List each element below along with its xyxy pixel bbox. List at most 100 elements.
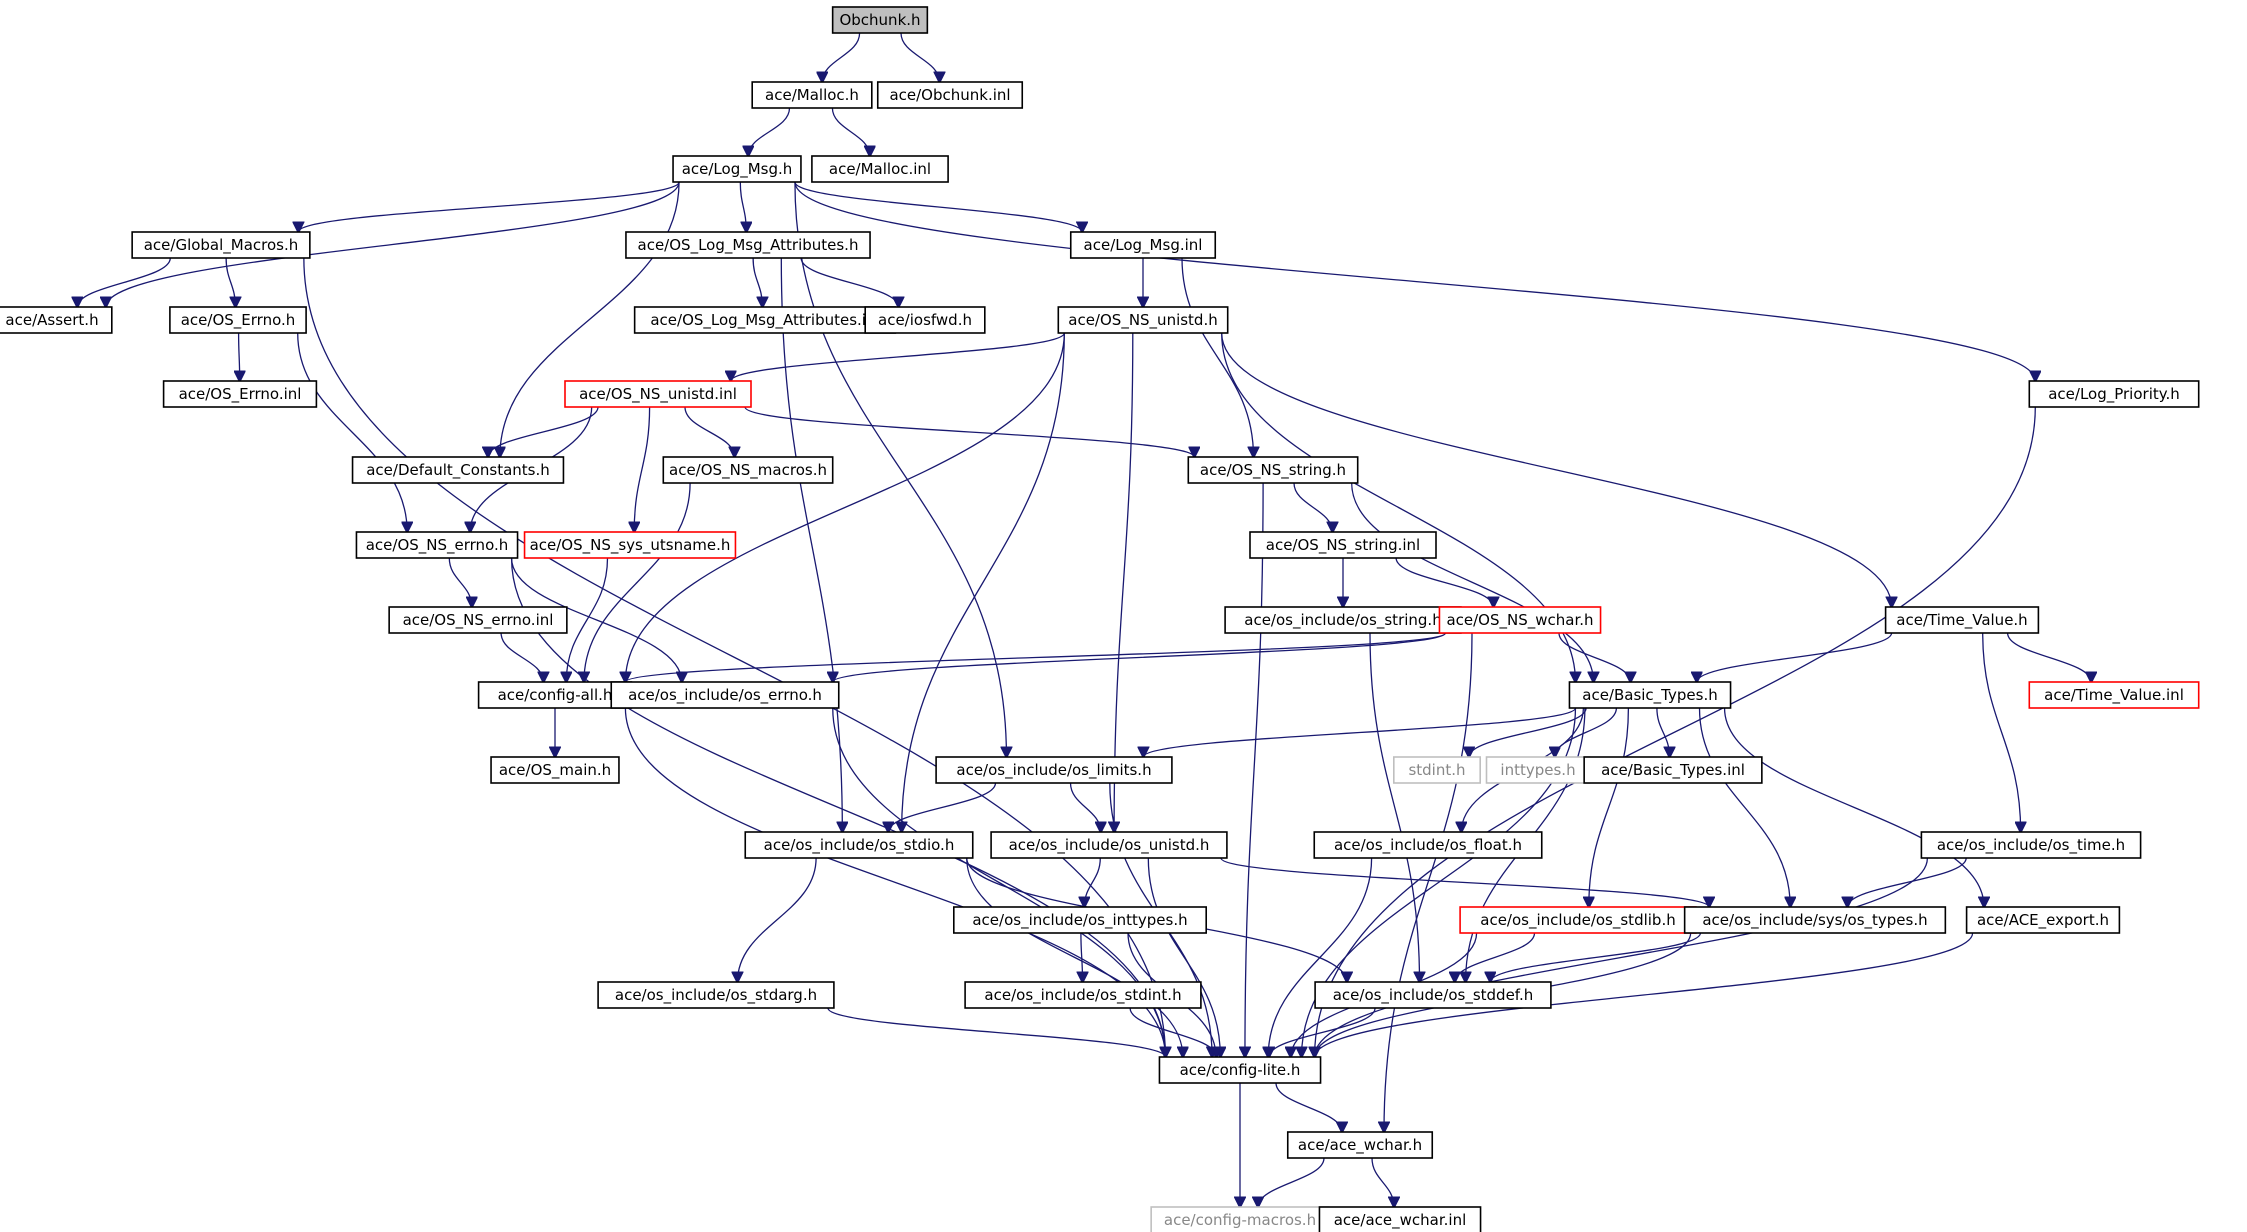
edge-basic-types-h-to-ace-export-h <box>1723 707 1985 907</box>
node-os-ns-string-inl[interactable]: ace/OS_NS_string.inl <box>1249 531 1437 559</box>
node-box <box>1920 831 2142 859</box>
node-os-log-msg-attr-inl[interactable]: ace/OS_Log_Msg_Attributes.inl <box>633 306 897 334</box>
node-box <box>2028 681 2200 709</box>
node-os-log-msg-attr-h[interactable]: ace/OS_Log_Msg_Attributes.h <box>625 231 871 259</box>
node-log-msg-inl[interactable]: ace/Log_Msg.inl <box>1069 231 1217 259</box>
node-label: ace/Assert.h <box>5 311 98 329</box>
node-label: ace/os_include/os_unistd.h <box>1009 836 1210 855</box>
node-label: ace/Time_Value.h <box>1896 611 2027 630</box>
node-basic-types-inl[interactable]: ace/Basic_Types.inl <box>1583 756 1763 784</box>
node-os-include-os-stddef-h[interactable]: ace/os_include/os_stddef.h <box>1314 981 1552 1009</box>
node-ace-wchar-inl[interactable]: ace/ace_wchar.inl <box>1318 1206 1482 1232</box>
node-os-ns-unistd-h[interactable]: ace/OS_NS_unistd.h <box>1057 306 1229 334</box>
node-os-ns-unistd-inl[interactable]: ace/OS_NS_unistd.inl <box>564 380 752 408</box>
node-label: ace/os_include/os_inttypes.h <box>972 911 1187 930</box>
node-box <box>1583 756 1763 784</box>
node-time-value-h[interactable]: ace/Time_Value.h <box>1884 606 2040 634</box>
node-box <box>1057 306 1229 334</box>
edge-obchunk-h-to-malloc-h <box>822 32 861 82</box>
node-box <box>131 231 311 259</box>
node-malloc-inl[interactable]: ace/Malloc.inl <box>811 155 949 183</box>
edge-os-ns-unistd-inl-to-default-constants-h <box>488 406 599 457</box>
node-box <box>1286 1131 1434 1159</box>
node-os-include-os-errno-h[interactable]: ace/os_include/os_errno.h <box>610 681 840 709</box>
node-malloc-h[interactable]: ace/Malloc.h <box>751 81 873 109</box>
node-box <box>864 306 986 334</box>
node-iosfwd-h[interactable]: ace/iosfwd.h <box>864 306 986 334</box>
node-time-value-inl[interactable]: ace/Time_Value.inl <box>2028 681 2200 709</box>
node-label: ace/OS_NS_sys_utsname.h <box>530 536 731 555</box>
node-box <box>564 380 752 408</box>
node-log-msg-h[interactable]: ace/Log_Msg.h <box>672 155 802 183</box>
node-os-ns-string-h[interactable]: ace/OS_NS_string.h <box>1187 456 1359 484</box>
edge-os-include-os-inttypes-h-to-os-include-os-stdint-h <box>1081 932 1083 982</box>
node-os-ns-macros-h[interactable]: ace/OS_NS_macros.h <box>662 456 834 484</box>
edge-os-include-os-stdint-h-to-config-lite-h <box>1129 1007 1216 1057</box>
edge-log-msg-h-to-os-log-msg-attr-h <box>739 181 746 232</box>
node-os-include-os-stdarg-h[interactable]: ace/os_include/os_stdarg.h <box>597 981 835 1009</box>
node-assert-h[interactable]: ace/Assert.h <box>0 306 113 334</box>
node-label: ace/os_include/os_stdlib.h <box>1480 911 1675 930</box>
edge-os-ns-wchar-h-to-config-all-h <box>625 632 1447 682</box>
node-ace-export-h[interactable]: ace/ACE_export.h <box>1965 906 2121 934</box>
edge-ace-wchar-h-to-config-macros-h <box>1258 1157 1325 1207</box>
edge-log-msg-h-to-os-include-os-limits-h <box>794 181 1007 757</box>
edge-basic-types-h-to-basic-types-inl <box>1656 707 1670 757</box>
node-config-macros-h[interactable]: ace/config-macros.h <box>1150 1206 1330 1232</box>
node-os-include-os-stdint-h[interactable]: ace/os_include/os_stdint.h <box>964 981 1202 1009</box>
node-os-include-os-limits-h[interactable]: ace/os_include/os_limits.h <box>935 756 1173 784</box>
edge-os-include-os-unistd-h-to-os-include-os-inttypes-h <box>1084 857 1101 907</box>
node-log-priority-h[interactable]: ace/Log_Priority.h <box>2028 380 2200 408</box>
node-os-errno-inl[interactable]: ace/OS_Errno.inl <box>162 380 318 408</box>
node-os-include-sys-os-types-h[interactable]: ace/os_include/sys/os_types.h <box>1683 906 1947 934</box>
edge-os-include-os-stddef-h-to-config-lite-h <box>1269 1007 1376 1057</box>
edge-os-ns-sys-utsname-h-to-config-all-h <box>566 557 609 682</box>
node-os-include-os-time-h[interactable]: ace/os_include/os_time.h <box>1920 831 2142 859</box>
edge-config-lite-h-to-ace-wchar-h <box>1275 1082 1342 1132</box>
edge-basic-types-h-to-os-include-os-stdlib-h <box>1589 707 1630 907</box>
node-os-include-os-float-h[interactable]: ace/os_include/os_float.h <box>1313 831 1543 859</box>
node-label: ace/os_include/os_string.h <box>1244 611 1441 630</box>
edge-os-ns-unistd-inl-to-os-ns-string-h <box>744 406 1194 457</box>
node-os-include-os-inttypes-h[interactable]: ace/os_include/os_inttypes.h <box>952 906 1207 934</box>
node-os-ns-errno-inl[interactable]: ace/OS_NS_errno.inl <box>388 606 568 634</box>
node-default-constants-h[interactable]: ace/Default_Constants.h <box>351 456 565 484</box>
node-label: ace/OS_NS_errno.inl <box>403 611 554 630</box>
node-box <box>672 155 802 183</box>
node-os-ns-errno-h[interactable]: ace/OS_NS_errno.h <box>355 531 519 559</box>
node-label: ace/os_include/os_stdio.h <box>764 836 955 855</box>
node-box <box>388 606 568 634</box>
node-box <box>1884 606 2040 634</box>
node-os-include-os-stdio-h[interactable]: ace/os_include/os_stdio.h <box>744 831 974 859</box>
node-label: ace/Malloc.h <box>765 86 859 104</box>
node-label: ace/os_include/os_time.h <box>1937 836 2125 855</box>
edge-time-value-h-to-time-value-inl <box>2006 632 2092 682</box>
node-os-errno-h[interactable]: ace/OS_Errno.h <box>169 306 307 334</box>
node-label: ace/OS_Errno.inl <box>179 385 302 404</box>
node-ace-wchar-h[interactable]: ace/ace_wchar.h <box>1286 1131 1434 1159</box>
edge-os-include-os-stdlib-h-to-os-include-os-stddef-h <box>1455 932 1536 982</box>
node-obchunk-inl[interactable]: ace/Obchunk.inl <box>876 81 1024 109</box>
node-os-include-os-string-h[interactable]: ace/os_include/os_string.h <box>1224 606 1462 634</box>
edge-os-log-msg-attr-h-to-iosfwd-h <box>800 257 898 307</box>
node-config-all-h[interactable]: ace/config-all.h <box>477 681 633 709</box>
node-box <box>355 531 519 559</box>
node-box <box>162 380 318 408</box>
node-os-ns-sys-utsname-h[interactable]: ace/OS_NS_sys_utsname.h <box>523 531 737 559</box>
edge-os-ns-errno-inl-to-config-all-h <box>500 632 543 682</box>
node-os-include-os-unistd-h[interactable]: ace/os_include/os_unistd.h <box>990 831 1228 859</box>
node-os-main-h[interactable]: ace/OS_main.h <box>490 756 620 784</box>
node-global-macros-h[interactable]: ace/Global_Macros.h <box>131 231 311 259</box>
node-box <box>1069 231 1217 259</box>
edge-basic-types-h-to-inttypes-h <box>1555 707 1618 757</box>
edge-os-include-os-unistd-h-to-config-lite-h <box>1147 857 1220 1057</box>
node-stdint-h[interactable]: stdint.h <box>1393 756 1482 784</box>
node-config-lite-h[interactable]: ace/config-lite.h <box>1158 1056 1322 1084</box>
node-os-ns-wchar-h[interactable]: ace/OS_NS_wchar.h <box>1438 606 1602 634</box>
node-basic-types-h[interactable]: ace/Basic_Types.h <box>1568 681 1732 709</box>
node-obchunk-h[interactable]: Obchunk.h <box>831 6 929 34</box>
node-os-include-os-stdlib-h[interactable]: ace/os_include/os_stdlib.h <box>1459 906 1697 934</box>
node-inttypes-h[interactable]: inttypes.h <box>1485 756 1591 784</box>
node-box <box>1224 606 1462 634</box>
node-label: ace/OS_NS_macros.h <box>669 461 827 480</box>
